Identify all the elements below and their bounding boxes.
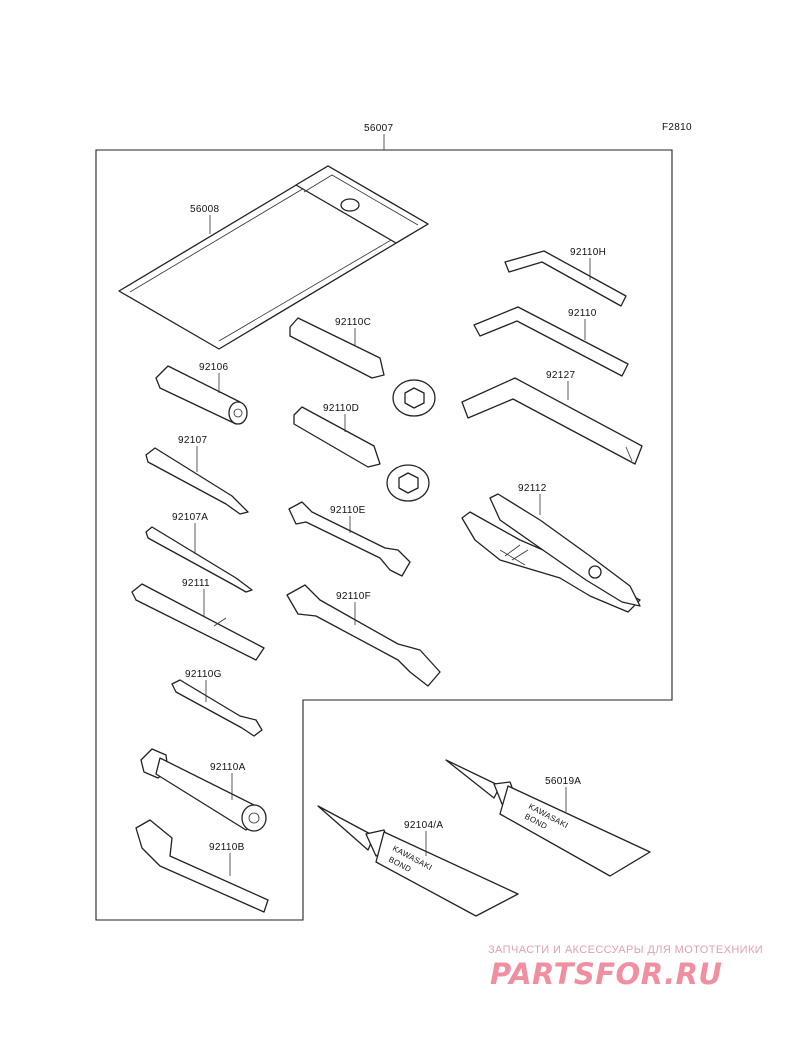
box-wrench-d-drawing bbox=[293, 406, 430, 502]
label-toolkit: 56007 bbox=[364, 123, 393, 134]
watermark-logo: PARTSFOR.RU bbox=[490, 957, 723, 991]
label-open-wrench-e: 92110E bbox=[330, 505, 366, 516]
label-hook-wrench: 92110B bbox=[209, 842, 245, 853]
label-small-wrench-g: 92110G bbox=[185, 669, 222, 680]
bond-tube-2-drawing: KAWASAKI BOND bbox=[445, 759, 651, 877]
open-wrench-e-drawing bbox=[288, 501, 411, 577]
watermark-tagline: ЗАПЧАСТИ И АКСЕССУАРЫ ДЛЯ МОТОТЕХНИКИ bbox=[488, 944, 764, 956]
extension-bar-drawing bbox=[131, 583, 265, 661]
label-pouch: 56008 bbox=[190, 204, 219, 215]
label-open-wrench-f: 92110F bbox=[336, 591, 371, 602]
label-plug-wrench-handle: 92106 bbox=[199, 362, 228, 373]
small-wrench-g-drawing bbox=[171, 679, 263, 737]
hex-key-large-drawing bbox=[461, 377, 643, 465]
label-extension-bar: 92111 bbox=[182, 578, 210, 589]
label-box-wrench-d: 92110D bbox=[323, 403, 359, 414]
pouch-drawing bbox=[118, 165, 429, 350]
pliers-drawing bbox=[461, 493, 641, 613]
label-spark-plug-wrench: 92110A bbox=[210, 762, 246, 773]
label-bond-tube-1: 92104/A bbox=[404, 820, 443, 831]
plug-wrench-handle-drawing bbox=[155, 365, 248, 425]
screwdriver-a-drawing bbox=[145, 526, 253, 593]
label-screwdriver: 92107 bbox=[178, 435, 207, 446]
label-hex-key-large: 92127 bbox=[546, 370, 575, 381]
hex-key-medium-drawing bbox=[473, 306, 629, 377]
label-hex-key-medium: 92110 bbox=[568, 308, 597, 319]
label-hex-key-small: 92110H bbox=[570, 247, 606, 258]
hex-key-small-drawing bbox=[504, 250, 627, 307]
label-bond-tube-2: 56019A bbox=[545, 776, 581, 787]
label-pliers: 92112 bbox=[518, 483, 547, 494]
toolkit-frame bbox=[95, 149, 673, 921]
screwdriver-drawing bbox=[145, 447, 249, 515]
box-wrench-c-drawing bbox=[289, 317, 436, 417]
label-box-wrench-c: 92110C bbox=[335, 317, 371, 328]
figure-code: F2810 bbox=[662, 122, 692, 133]
open-wrench-f-drawing bbox=[286, 584, 441, 687]
hook-wrench-drawing bbox=[135, 819, 269, 913]
spark-plug-wrench-drawing bbox=[140, 748, 267, 832]
label-screwdriver-a: 92107A bbox=[172, 512, 208, 523]
